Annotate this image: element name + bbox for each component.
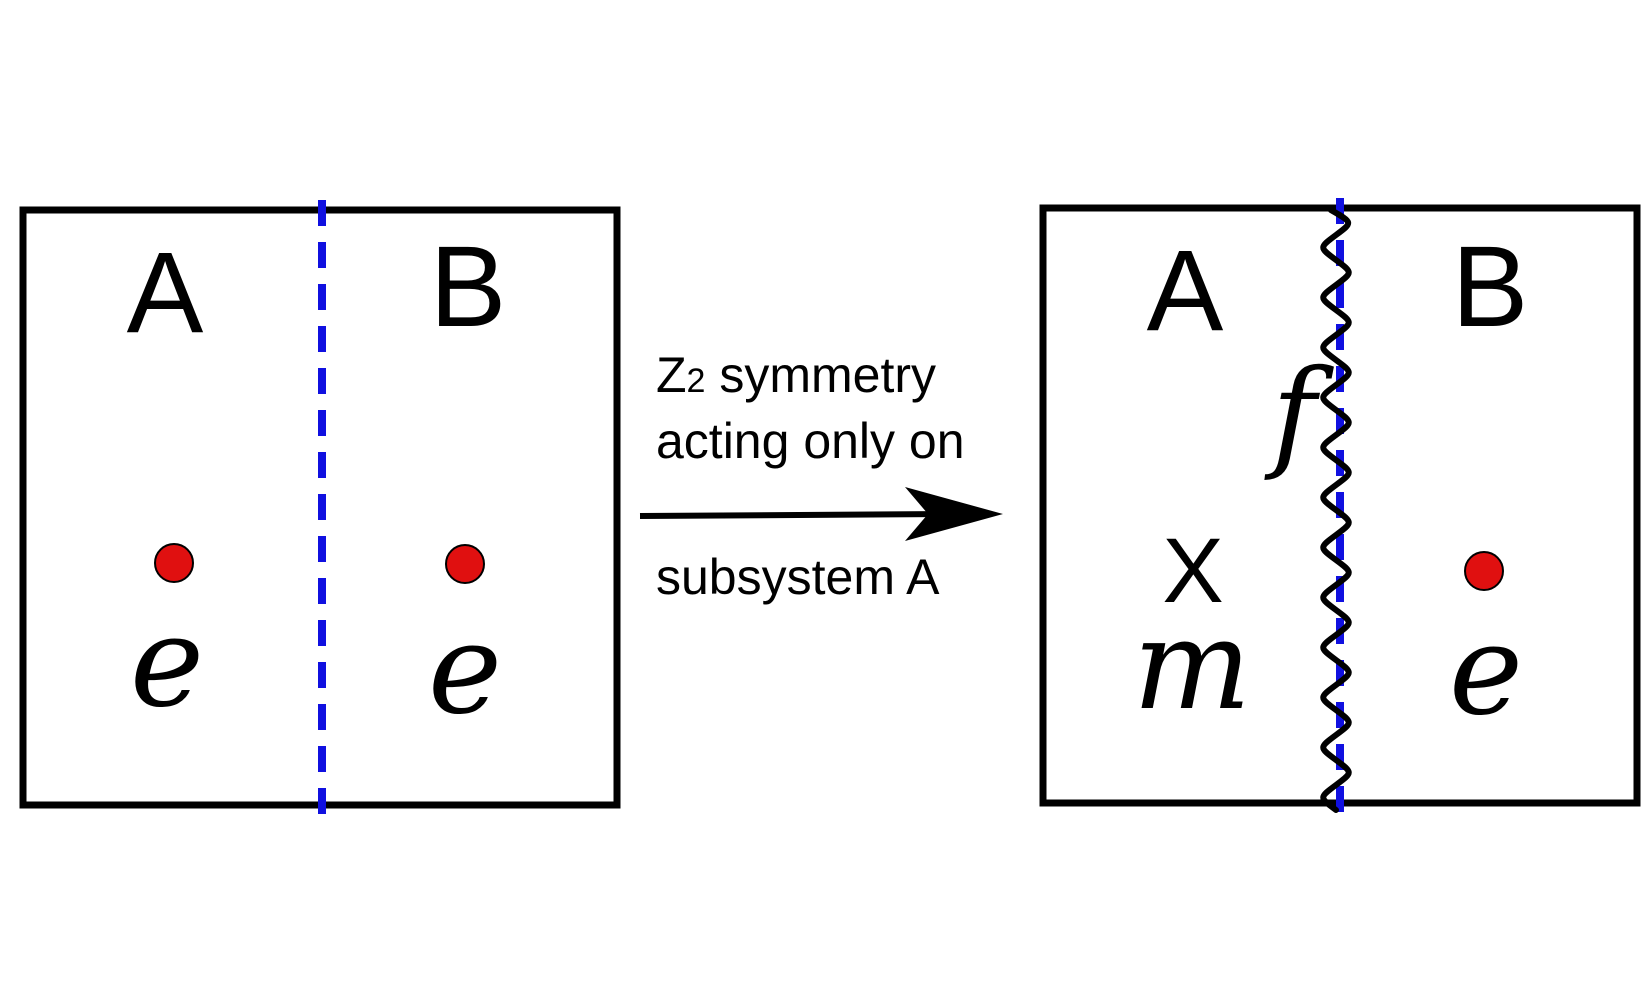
arrow-shaft: [639, 511, 951, 519]
z2-subscript: 2: [687, 362, 706, 400]
left-panel: A B e e: [19, 200, 621, 815]
right-region-a-label: A: [1147, 227, 1224, 355]
arrow-head: [905, 487, 1003, 541]
right-region-b-label: B: [1452, 223, 1529, 351]
left-particle-a-label: e: [130, 590, 204, 735]
left-particle-b-dot: [445, 544, 485, 584]
left-particle-b-label: e: [428, 597, 502, 742]
defect-label: f: [1264, 345, 1335, 484]
arrow-caption-line2: acting only on: [656, 413, 965, 469]
right-particle-b-dot: [1464, 551, 1504, 591]
left-region-a-label: A: [127, 229, 204, 357]
right-particle-b-label: e: [1449, 598, 1523, 743]
left-particle-a-dot: [154, 543, 194, 583]
left-region-b-label: B: [430, 223, 507, 351]
right-panel: A B f X m e: [1039, 198, 1641, 813]
transformation-arrow: Z2 symmetry acting only on subsystem A: [639, 347, 1003, 605]
symmetry-word: symmetry: [705, 347, 936, 403]
z2-symbol: Z: [656, 347, 687, 403]
cross-mark: X: [1162, 520, 1223, 622]
right-particle-a-label: m: [1133, 593, 1252, 738]
symmetry-defect-wavy-line: [1320, 207, 1352, 813]
arrow-caption-line3: subsystem A: [656, 549, 940, 605]
arrow-caption-line1: Z2 symmetry: [656, 347, 936, 403]
